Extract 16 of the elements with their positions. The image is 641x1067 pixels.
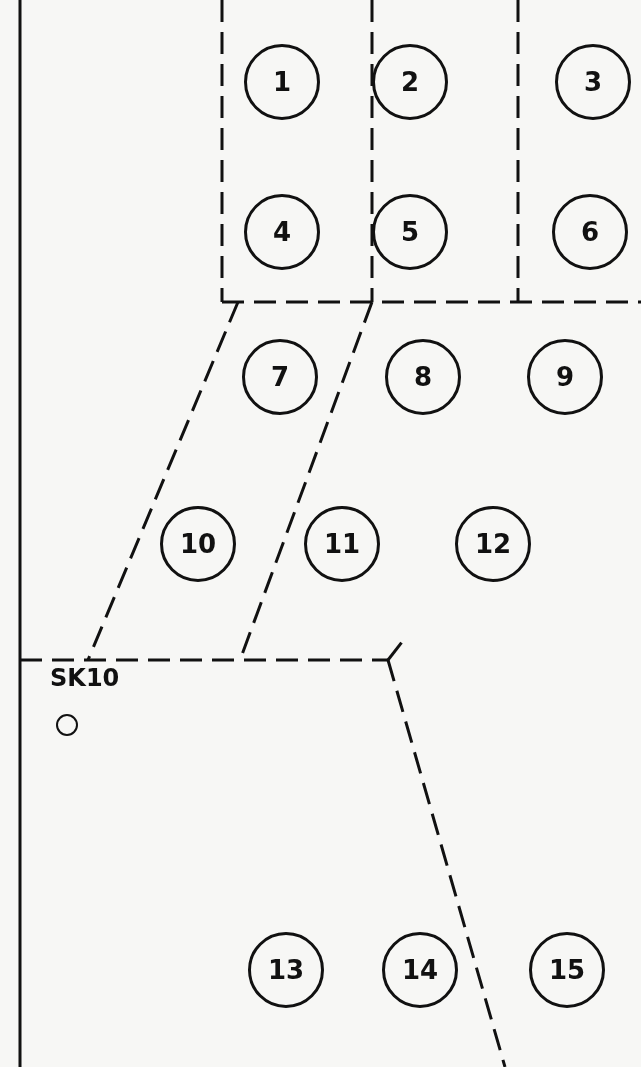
numbered-circle: 9 [527,339,603,415]
numbered-circle: 11 [304,506,380,582]
numbered-circle: 6 [552,194,628,270]
numbered-circle: 10 [160,506,236,582]
numbered-circle: 5 [372,194,448,270]
numbered-circle: 4 [244,194,320,270]
numbered-circle: 1 [244,44,320,120]
point-label: SK10 [50,664,120,692]
numbered-circle: 7 [242,339,318,415]
numbered-circle: 14 [382,932,458,1008]
numbered-circle: 13 [248,932,324,1008]
numbered-circle: 15 [529,932,605,1008]
numbered-circle: 8 [385,339,461,415]
numbered-circle: 3 [555,44,631,120]
numbered-circle: 2 [372,44,448,120]
numbered-circle: 12 [455,506,531,582]
